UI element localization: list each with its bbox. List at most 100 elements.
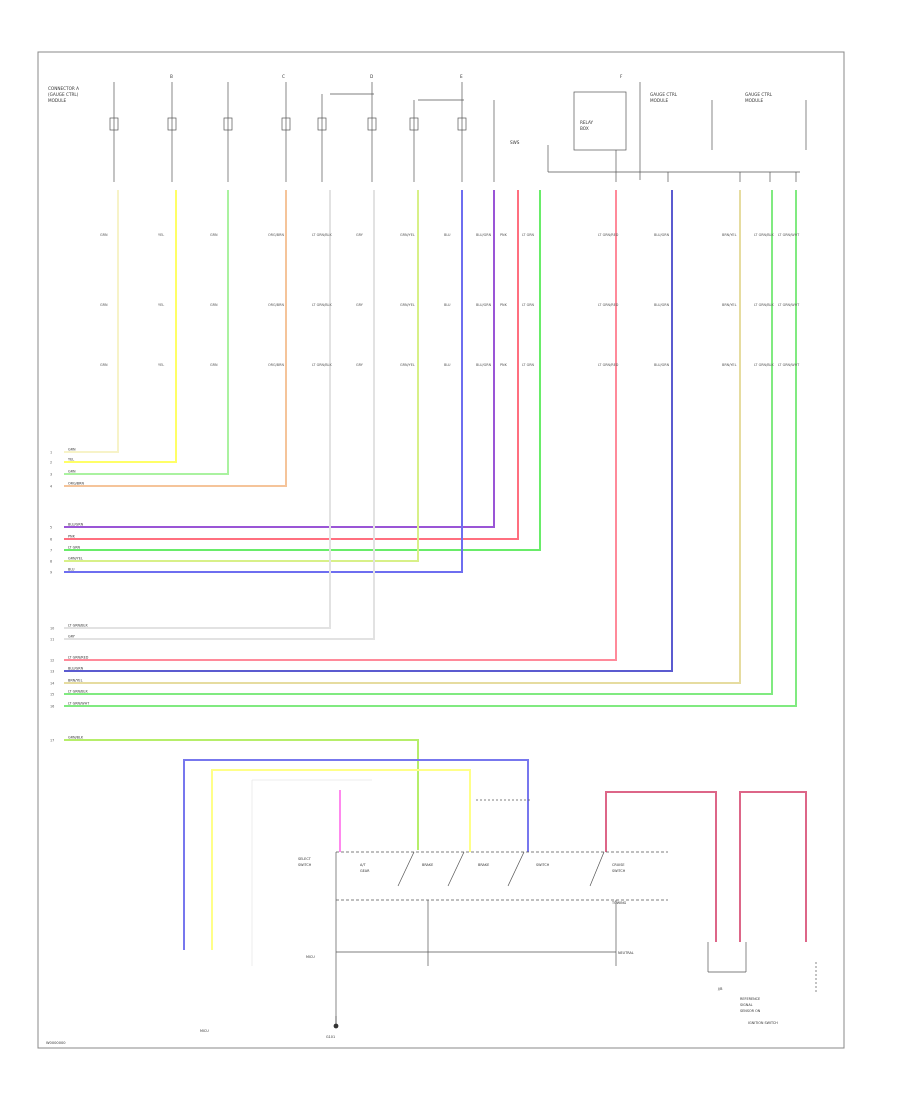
wire-11-code: GRY — [356, 363, 364, 367]
wire-9-code: BLU — [444, 363, 451, 367]
lower-feed-blu — [183, 759, 529, 950]
wire-13-label: BLU/GRN — [68, 667, 84, 671]
svg-text:GAUGE CTRL: GAUGE CTRL — [650, 92, 678, 97]
wire-13 — [64, 190, 673, 672]
wire-1-label: GRN — [68, 448, 76, 452]
wire-5-code: BLU/GRN — [476, 233, 492, 237]
svg-text:SWITCH: SWITCH — [612, 869, 626, 873]
svg-text:RELAY: RELAY — [580, 120, 594, 125]
wire-11-label: GRY — [68, 635, 76, 639]
top-components — [109, 82, 807, 182]
wire-13-code: BLU/GRN — [654, 233, 670, 237]
wire-8-label: GRN/YEL — [68, 557, 83, 561]
wire-14 — [64, 190, 741, 684]
svg-text:SIGNAL: SIGNAL — [740, 1003, 753, 1007]
wire-15 — [64, 190, 773, 695]
wire-15-code: LT GRN/BLK — [754, 303, 774, 307]
wire-14-code: BRN/YEL — [722, 233, 737, 237]
wire-8-code: GRN/YEL — [400, 303, 415, 307]
wire-5-code: BLU/GRN — [476, 363, 492, 367]
wire-3-code: GRN — [210, 363, 218, 367]
wire-16-code: LT GRN/WHT — [778, 303, 800, 307]
lower-feed-red-b — [739, 791, 807, 942]
svg-text:BOX: BOX — [580, 126, 589, 131]
wire-1-code: GRN — [100, 303, 108, 307]
wire-15-code: LT GRN/BLK — [754, 363, 774, 367]
wire-3 — [64, 190, 229, 475]
wire-6-code: PNK — [500, 233, 508, 237]
bottom-labels: MICU G101 IGNITION SWITCH J/B — [200, 987, 778, 1039]
svg-text:REFERENCE: REFERENCE — [740, 997, 760, 1001]
wire-11-code: GRY — [356, 233, 364, 237]
svg-text:BRAKE: BRAKE — [422, 863, 433, 867]
wire-12 — [64, 190, 617, 661]
wire-4-label: ORG/BRN — [68, 482, 84, 486]
wire-13-code: BLU/GRN — [654, 303, 670, 307]
wire-4-code: ORG/BRN — [268, 233, 284, 237]
wire-10-label: LT GRN/BLK — [68, 624, 88, 628]
wire-16-code: LT GRN/WHT — [778, 363, 800, 367]
lower-feed-red-a — [605, 791, 717, 942]
wire-7-number: 7 — [50, 549, 52, 553]
wire-17 — [64, 739, 419, 850]
svg-text:B: B — [170, 74, 173, 79]
wire-11-code: GRY — [356, 303, 364, 307]
wire-12-code: LT GRN/RED — [598, 303, 619, 307]
ground-label: G101 — [326, 1035, 335, 1039]
wire-1 — [64, 190, 119, 453]
wire-9-code: BLU — [444, 233, 451, 237]
svg-text:D: D — [370, 74, 373, 79]
svg-text:SWITCH: SWITCH — [298, 863, 312, 867]
wire-3-code: GRN — [210, 233, 218, 237]
wire-16-code: LT GRN/WHT — [778, 233, 800, 237]
wire-9 — [64, 190, 463, 573]
wire-1-code: GRN — [100, 233, 108, 237]
wire-2-number: 2 — [50, 461, 52, 465]
wire-13-number: 13 — [50, 670, 54, 674]
svg-text:A/T: A/T — [360, 863, 366, 867]
wire-15-number: 15 — [50, 693, 54, 697]
wire-2-code: YEL — [158, 303, 164, 307]
wire-code-labels: GRNGRNGRNYELYELYELGRNGRNGRNORG/BRNORG/BR… — [100, 233, 800, 367]
wire-2 — [64, 190, 177, 463]
svg-text:MODULE: MODULE — [745, 98, 764, 103]
svg-text:F: F — [620, 74, 623, 79]
wire-7-code: LT GRN — [522, 233, 535, 237]
wire-9-number: 9 — [50, 571, 52, 575]
wire-10 — [64, 190, 331, 629]
wire-7-code: LT GRN — [522, 363, 535, 367]
wire-12-code: LT GRN/RED — [598, 363, 619, 367]
wire-8-code: GRN/YEL — [400, 363, 415, 367]
wire-4 — [64, 190, 287, 487]
wire-7 — [64, 190, 541, 551]
svg-text:BRAKE: BRAKE — [478, 863, 489, 867]
svg-text:SENSOR ON: SENSOR ON — [740, 1009, 761, 1013]
wire-16 — [64, 190, 797, 707]
wire-1-number: 1 — [50, 451, 52, 455]
wire-11 — [64, 190, 375, 640]
svg-text:GEAR: GEAR — [360, 869, 370, 873]
wire-5-number: 5 — [50, 526, 52, 530]
wire-3-label: GRN — [68, 470, 76, 474]
diagram-code: W0000000 — [46, 1041, 66, 1045]
ground-symbol — [333, 1016, 339, 1029]
wire-6-code: PNK — [500, 363, 508, 367]
wire-2-label: YEL — [68, 458, 74, 462]
wire-9-code: BLU — [444, 303, 451, 307]
wire-14-number: 14 — [50, 682, 54, 686]
left-connector-label: MICU — [200, 1029, 209, 1033]
small-connector-label: J/B — [717, 987, 723, 991]
lower-feed-yel — [211, 769, 471, 950]
svg-text:MODULE: MODULE — [48, 98, 67, 103]
wire-7-label: LT GRN — [68, 546, 81, 550]
top-component-labels: CONNECTOR A (GAUGE CTRL) MODULE B C D E … — [48, 74, 773, 145]
svg-text:GAUGE CTRL: GAUGE CTRL — [745, 92, 773, 97]
wire-5-label: BLU/GRN — [68, 523, 84, 527]
wire-5-code: BLU/GRN — [476, 303, 492, 307]
svg-text:NEUTRAL: NEUTRAL — [618, 951, 634, 955]
wire-17-number: 17 — [50, 739, 54, 743]
wire-8 — [64, 190, 419, 562]
wire-13-code: BLU/GRN — [654, 363, 670, 367]
svg-text:SWS: SWS — [510, 140, 520, 145]
